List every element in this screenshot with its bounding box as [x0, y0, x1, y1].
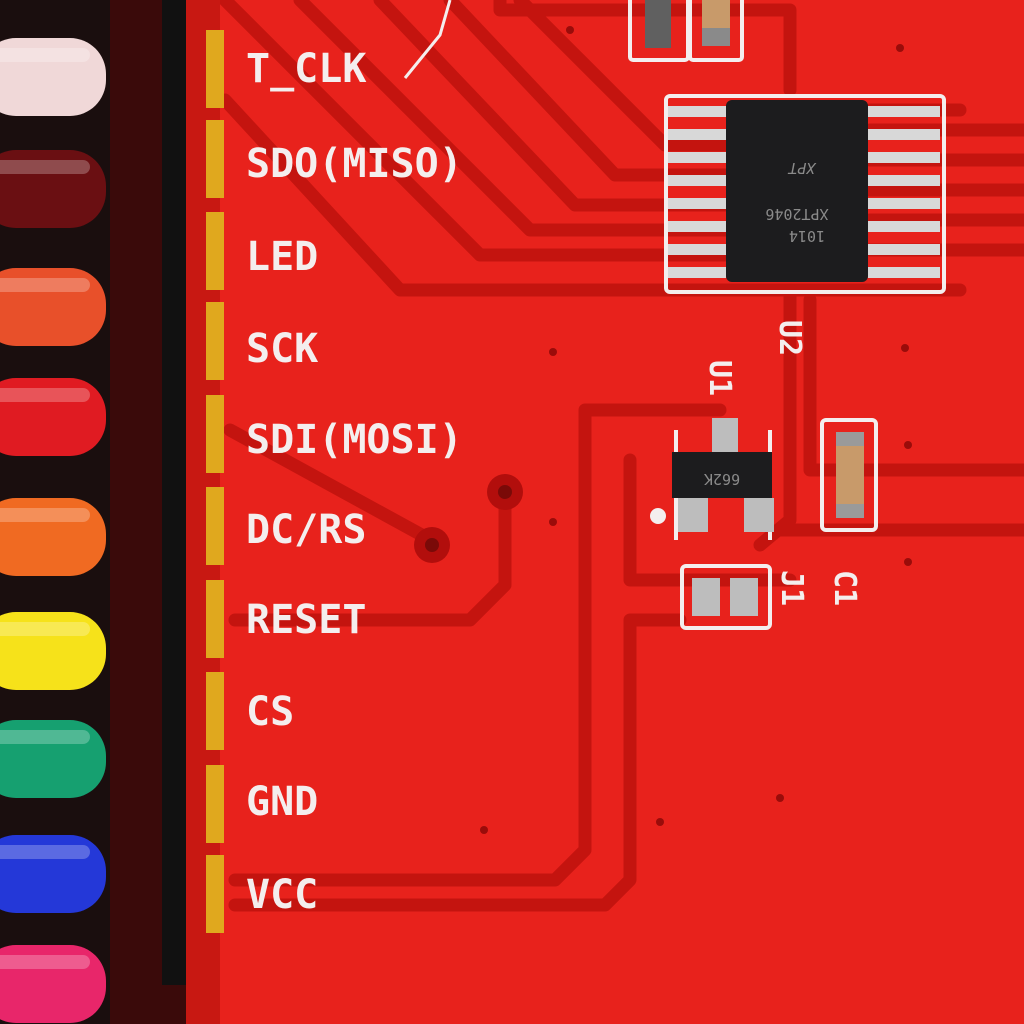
ribbon-wire [0, 150, 106, 228]
ribbon-wire [0, 268, 106, 346]
pin-labels: T_CLK SDO(MISO) LED SCK SDI(MOSI) DC/RS … [246, 46, 463, 918]
chip-marking-line2: 1014 [789, 227, 825, 245]
pin-label: SDI(MOSI) [246, 417, 463, 463]
header-pin-pad [206, 212, 224, 290]
pin-label: T_CLK [246, 46, 366, 92]
ribbon-wire [0, 945, 106, 1023]
header-pin-pad [206, 120, 224, 198]
pin-label: SCK [246, 326, 318, 372]
vias [414, 26, 912, 834]
pin-label: RESET [246, 597, 366, 643]
jumper-j1 [680, 564, 772, 630]
header-pin-pad [206, 765, 224, 843]
ribbon-wire [0, 378, 106, 456]
header-pin-pad [206, 487, 224, 565]
pin-label: GND [246, 779, 318, 825]
ref-u1: U1 [702, 360, 737, 396]
chip-logo: XPT [787, 159, 816, 177]
pin-label: CS [246, 689, 294, 735]
header-pin-pad [206, 672, 224, 750]
header-pin-pad [206, 855, 224, 933]
pin-label: VCC [246, 872, 318, 918]
pin-header [110, 0, 220, 1024]
header-pin-pad [206, 580, 224, 658]
ribbon-wire [0, 835, 106, 913]
capacitor-c1 [820, 418, 878, 532]
ribbon-wires [0, 38, 106, 1023]
ribbon-wire [0, 38, 106, 116]
silk-leader-line [403, 0, 452, 79]
regulator-marking: 662K [704, 470, 740, 488]
header-pin-pad [206, 30, 224, 108]
header-pin-pad [206, 302, 224, 380]
ref-c1: C1 [827, 570, 862, 606]
regulator-u1: 662K [672, 418, 774, 540]
chip-marking-line1: XPT2046 [765, 205, 828, 223]
header-pins [206, 30, 224, 933]
pin-label: DC/RS [246, 507, 366, 553]
pin-label: SDO(MISO) [246, 141, 463, 187]
ref-j1: J1 [774, 570, 809, 606]
header-pin-pad [206, 395, 224, 473]
ribbon-wire [0, 612, 106, 690]
touch-controller-chip: 1014 XPT2046 XPT [664, 94, 946, 294]
ref-u2: U2 [772, 320, 807, 356]
top-components [628, 0, 744, 62]
ribbon-wire [0, 498, 106, 576]
pin-label: LED [246, 234, 318, 280]
ribbon-wire [0, 720, 106, 798]
